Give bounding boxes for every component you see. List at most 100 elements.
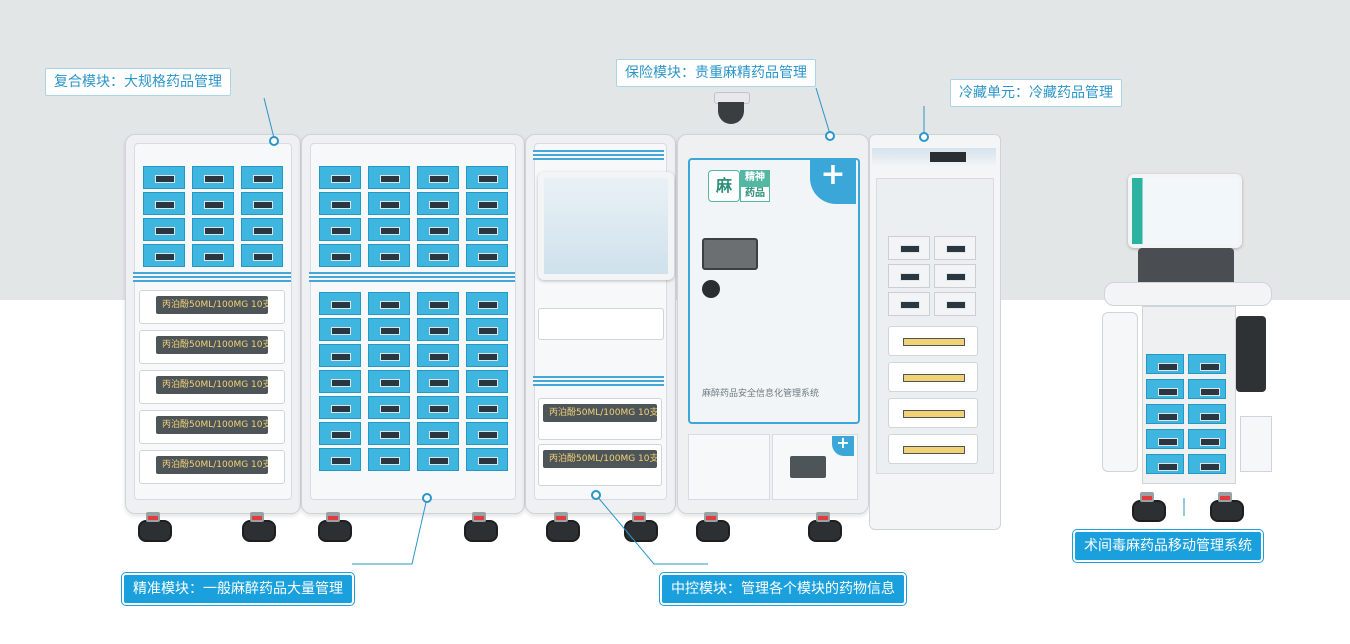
drug-bin[interactable] (417, 396, 459, 419)
safe-lower-left-door (688, 434, 770, 500)
cold-drawer[interactable] (888, 434, 978, 464)
cart-touchscreen[interactable] (1128, 174, 1242, 248)
drug-bin[interactable] (466, 370, 508, 393)
drug-bin[interactable] (466, 396, 508, 419)
drug-bin[interactable] (241, 218, 283, 241)
drug-bin[interactable] (319, 166, 361, 189)
cart-side-basket (1102, 312, 1138, 472)
drug-bin[interactable] (368, 218, 410, 241)
control-panel-shelf (538, 308, 664, 340)
drug-bin[interactable] (368, 448, 410, 471)
drug-bin[interactable] (368, 344, 410, 367)
drug-bin[interactable] (192, 166, 234, 189)
drug-bin[interactable] (466, 318, 508, 341)
drug-bin[interactable] (143, 166, 185, 189)
drug-bin[interactable] (417, 292, 459, 315)
drug-bin[interactable] (241, 244, 283, 267)
cold-bin[interactable] (888, 292, 930, 316)
composite-drawer[interactable]: 丙泊酚50ML/100MG 10支 (139, 370, 285, 404)
control-touchscreen[interactable] (538, 172, 674, 280)
control-screen-display (544, 178, 668, 274)
drug-bin[interactable] (1146, 354, 1184, 374)
composite-drawer[interactable]: 丙泊酚50ML/100MG 10支 (139, 330, 285, 364)
drug-bin[interactable] (1146, 379, 1184, 399)
safe-knob[interactable] (702, 280, 720, 298)
cold-drawer[interactable] (888, 362, 978, 392)
drug-bin[interactable] (466, 448, 508, 471)
drug-bin[interactable] (319, 344, 361, 367)
drug-bin[interactable] (368, 166, 410, 189)
drug-bin[interactable] (466, 344, 508, 367)
control-drawer-1[interactable]: 丙泊酚50ML/100MG 10支 (538, 398, 662, 440)
drug-bin[interactable] (192, 218, 234, 241)
drug-bin[interactable] (319, 318, 361, 341)
drug-bin[interactable] (417, 344, 459, 367)
drug-bin[interactable] (319, 218, 361, 241)
drug-bin[interactable] (368, 192, 410, 215)
cold-bin[interactable] (934, 292, 976, 316)
drug-bin[interactable] (143, 244, 185, 267)
drug-bin[interactable] (417, 370, 459, 393)
drug-bin[interactable] (192, 192, 234, 215)
drug-bin[interactable] (1188, 454, 1226, 474)
drug-bin[interactable] (466, 218, 508, 241)
composite-drawer[interactable]: 丙泊酚50ML/100MG 10支 (139, 290, 285, 324)
drawer-label: 丙泊酚50ML/100MG 10支 (543, 450, 657, 468)
drug-bin[interactable] (319, 192, 361, 215)
drug-bin[interactable] (417, 218, 459, 241)
seal-text-b: 药品 (740, 186, 770, 202)
drug-bin[interactable] (368, 422, 410, 445)
drug-bin[interactable] (319, 448, 361, 471)
control-drawer-2[interactable]: 丙泊酚50ML/100MG 10支 (538, 444, 662, 486)
cold-bin[interactable] (934, 264, 976, 288)
caster-wheel (624, 512, 658, 542)
seal-character: 麻 (708, 170, 740, 202)
drug-bin[interactable] (241, 192, 283, 215)
drug-bin[interactable] (1188, 429, 1226, 449)
drug-bin[interactable] (319, 370, 361, 393)
drug-bin[interactable] (417, 244, 459, 267)
lower-corner-accent (832, 436, 854, 456)
drug-bin[interactable] (417, 422, 459, 445)
drug-bin[interactable] (241, 166, 283, 189)
drug-bin[interactable] (368, 370, 410, 393)
drug-bin[interactable] (466, 192, 508, 215)
cold-unit-callout: 冷藏单元：冷藏药品管理 (950, 79, 1122, 107)
cold-drawer[interactable] (888, 398, 978, 428)
safe-keypad[interactable] (702, 238, 758, 270)
drug-bin[interactable] (1146, 454, 1184, 474)
drug-bin[interactable] (368, 292, 410, 315)
drug-bin[interactable] (1146, 404, 1184, 424)
drug-bin[interactable] (368, 244, 410, 267)
cold-bin[interactable] (888, 236, 930, 260)
drug-bin[interactable] (417, 192, 459, 215)
drug-bin[interactable] (143, 192, 185, 215)
drug-bin[interactable] (368, 318, 410, 341)
composite-drawer[interactable]: 丙泊酚50ML/100MG 10支 (139, 450, 285, 484)
cold-drawer[interactable] (888, 326, 978, 356)
caster-wheel (1132, 492, 1166, 522)
drug-bin[interactable] (417, 166, 459, 189)
drug-bin[interactable] (368, 396, 410, 419)
drug-bin[interactable] (1146, 429, 1184, 449)
lower-keypad[interactable] (790, 456, 826, 478)
drug-bin[interactable] (466, 422, 508, 445)
drug-bin[interactable] (466, 166, 508, 189)
drawer-label: 丙泊酚50ML/100MG 10支 (543, 404, 657, 422)
drug-bin[interactable] (319, 396, 361, 419)
drug-bin[interactable] (1188, 379, 1226, 399)
cold-bin[interactable] (934, 236, 976, 260)
drug-bin[interactable] (466, 244, 508, 267)
drug-bin[interactable] (417, 448, 459, 471)
drug-bin[interactable] (319, 292, 361, 315)
drug-bin[interactable] (1188, 354, 1226, 374)
drug-bin[interactable] (192, 244, 234, 267)
drug-bin[interactable] (417, 318, 459, 341)
drug-bin[interactable] (143, 218, 185, 241)
drug-bin[interactable] (1188, 404, 1226, 424)
drug-bin[interactable] (319, 244, 361, 267)
drug-bin[interactable] (466, 292, 508, 315)
drug-bin[interactable] (319, 422, 361, 445)
composite-drawer[interactable]: 丙泊酚50ML/100MG 10支 (139, 410, 285, 444)
cold-bin[interactable] (888, 264, 930, 288)
